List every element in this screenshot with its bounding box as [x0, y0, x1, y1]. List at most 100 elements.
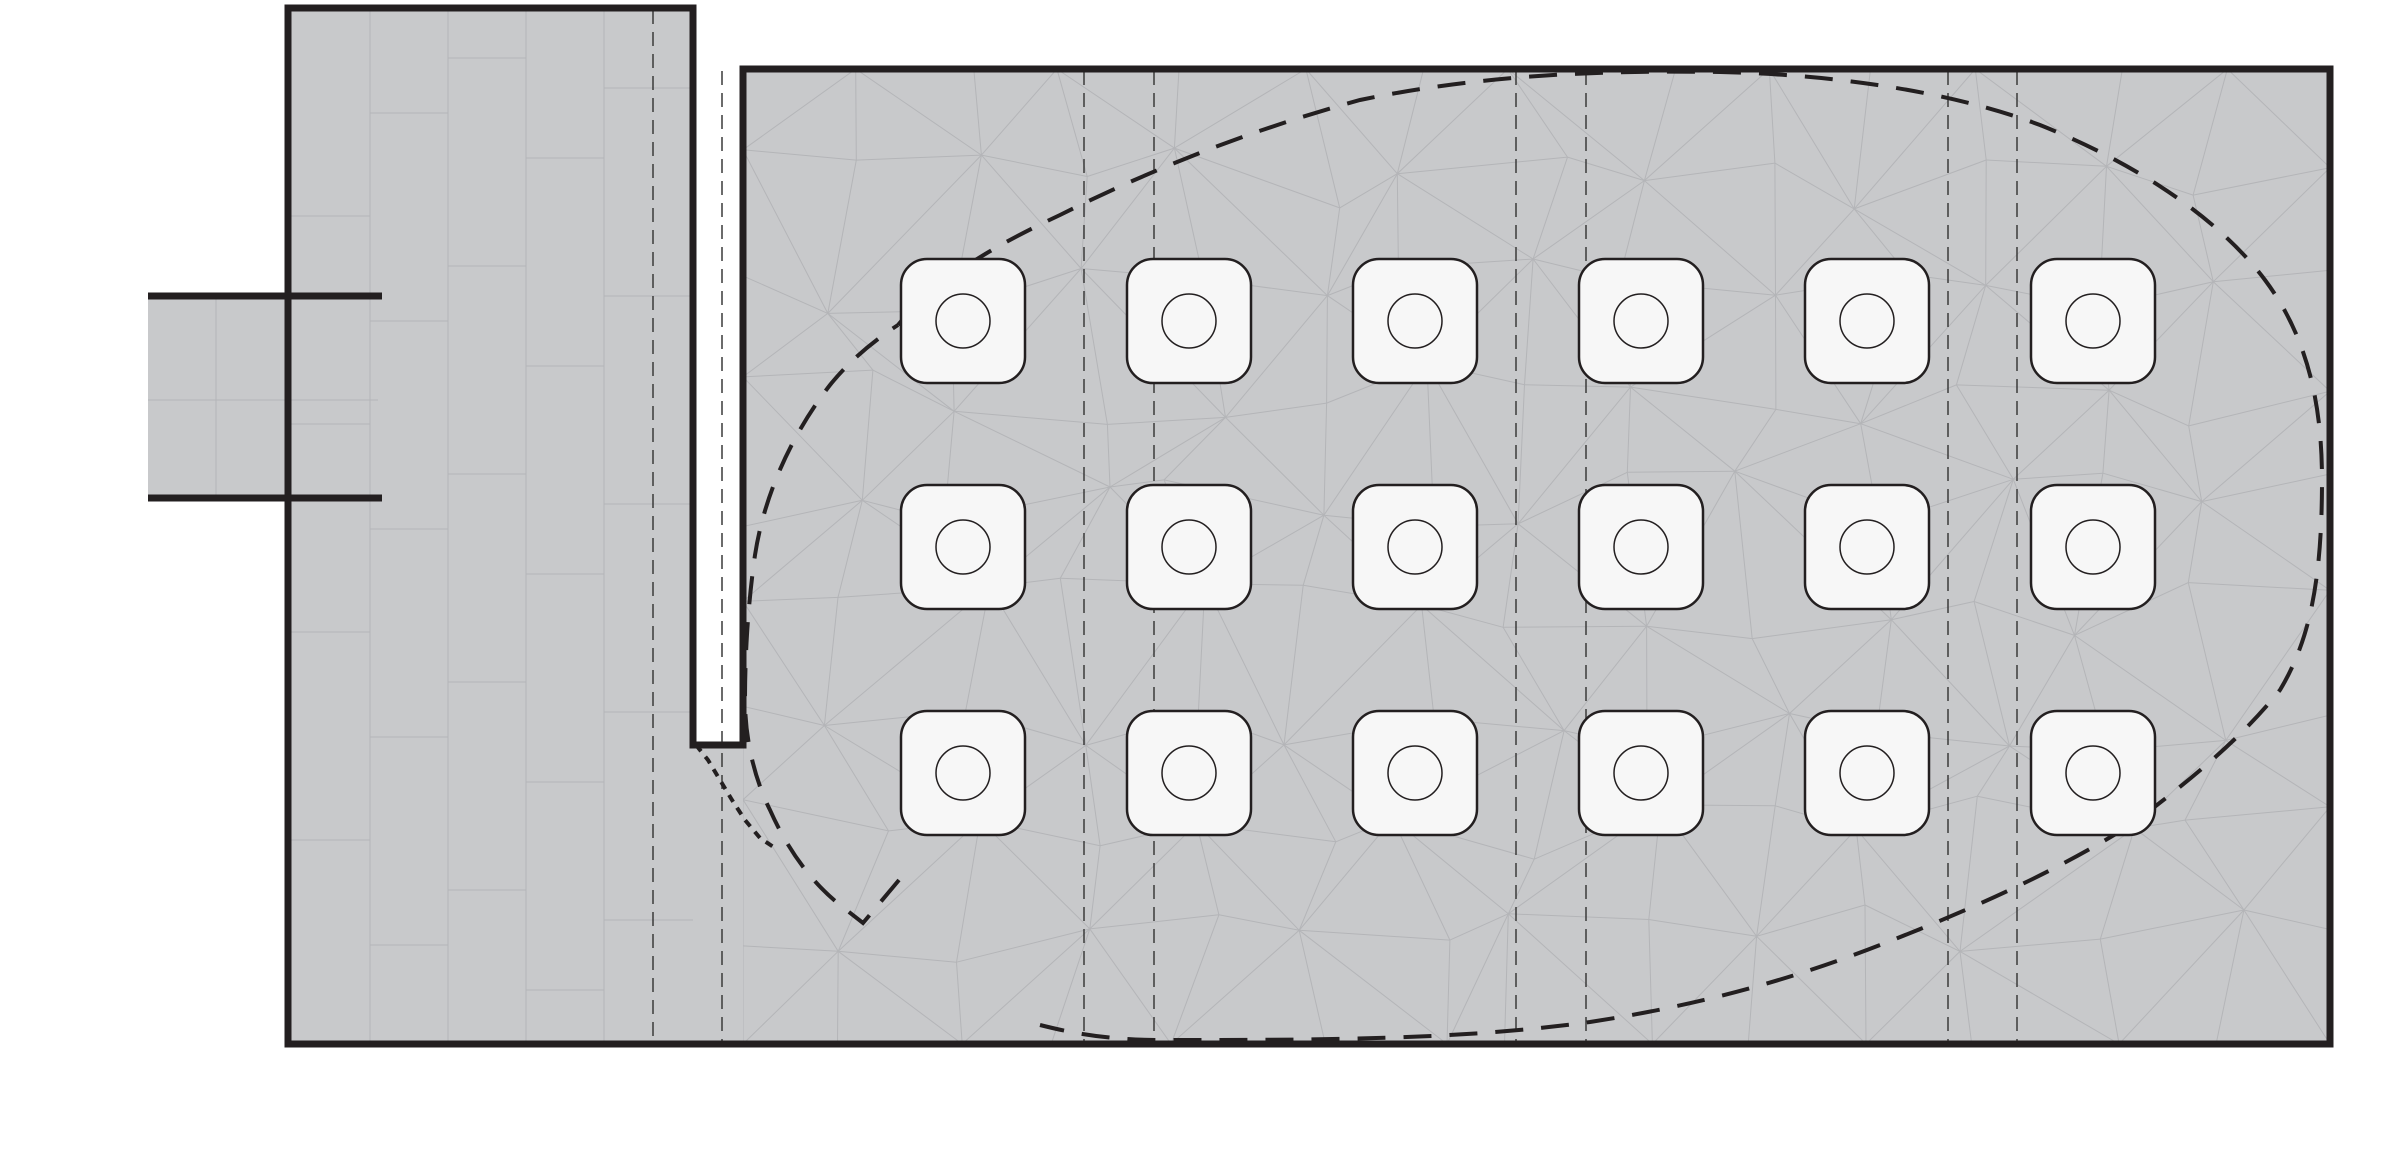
tile-seam: [1299, 929, 1450, 941]
tile-seam: [956, 928, 1090, 963]
tile-seam: [1426, 362, 1519, 525]
tile-seam: [1089, 823, 1197, 930]
tile-seam: [1507, 69, 1645, 181]
tile-seam: [1865, 951, 1961, 1044]
column-circle: [935, 519, 991, 575]
tile-seam: [1734, 409, 1777, 472]
column-circle: [2065, 293, 2121, 349]
tile-seam: [989, 586, 1087, 746]
tile-seam: [1973, 479, 2014, 602]
tile-seam: [743, 950, 839, 1044]
tile-seam: [1089, 914, 1219, 930]
tile-seam: [1646, 625, 1790, 714]
column-square: [1803, 257, 1931, 385]
tile-seam: [1396, 69, 1425, 174]
tile-seam: [1774, 162, 1855, 210]
column-square: [1577, 257, 1705, 385]
tile-seam: [1508, 913, 1649, 920]
tile-seam: [743, 376, 863, 501]
tile-seam: [838, 950, 957, 963]
column-square: [1351, 709, 1479, 837]
column-circle: [1613, 293, 1669, 349]
tile-seam: [1326, 207, 1341, 296]
tile-seam: [2012, 389, 2110, 480]
tile-seam: [1421, 604, 1565, 731]
tile-seam: [2106, 165, 2194, 196]
tile-seam: [1648, 919, 1757, 937]
tile-seam: [1751, 638, 1790, 714]
tile-seam: [743, 499, 863, 602]
tile-seam: [743, 799, 839, 952]
tile-seam: [1196, 823, 1300, 931]
tile-seam: [1959, 951, 1973, 1044]
tile-seam: [979, 819, 1091, 930]
tile-seam: [827, 313, 874, 371]
tile-seam: [2099, 939, 2120, 1044]
tile-seam: [1080, 268, 1108, 425]
column: [1577, 483, 1705, 611]
column: [1125, 483, 1253, 611]
column-square: [899, 483, 1027, 611]
tile-seam: [1853, 69, 1871, 209]
tile-seam: [1959, 827, 2135, 952]
column-square: [1125, 483, 1253, 611]
tile-seam: [861, 410, 955, 501]
tile-seam: [743, 149, 829, 314]
tile-seam: [1449, 913, 1509, 941]
tile-seam: [1747, 936, 1758, 1044]
tile-seam: [961, 928, 1091, 1044]
tile-seam: [1056, 69, 1175, 149]
tile-seam: [1768, 69, 1776, 164]
column-circle: [1839, 293, 1895, 349]
tile-seam: [1985, 165, 2107, 286]
column: [1125, 709, 1253, 837]
tile-seam: [1855, 828, 1961, 952]
tile-seam: [1225, 417, 1325, 516]
tile-seam: [1507, 69, 1568, 158]
walls: [148, 4, 2334, 1048]
tile-seam: [1109, 416, 1226, 488]
tile-seam: [1283, 744, 1337, 843]
tile-seam: [2201, 390, 2330, 502]
tile-seam: [1974, 69, 1987, 161]
tile-seam: [837, 819, 981, 952]
tile-seam: [1396, 173, 1399, 268]
tile-seam: [743, 596, 839, 602]
column-square: [1351, 483, 1479, 611]
column: [1803, 257, 1931, 385]
column: [2029, 257, 2157, 385]
tile-seam: [1533, 730, 1565, 860]
tile-seam: [1397, 156, 1568, 175]
column-square: [899, 257, 1027, 385]
tile-seam: [1283, 585, 1304, 745]
column-circle: [1161, 293, 1217, 349]
column: [1125, 257, 1253, 385]
tile-seam: [981, 154, 1088, 177]
tile-seam: [1218, 914, 1300, 931]
column-square: [1577, 483, 1705, 611]
tile-seam: [1298, 841, 1337, 931]
column-square: [1351, 257, 1479, 385]
tile-seam: [1421, 605, 1435, 719]
tile-seam: [1298, 930, 1326, 1044]
column: [1803, 483, 1931, 611]
tile-seam: [1627, 470, 1735, 473]
tile-seam: [2106, 69, 2123, 167]
tile-seam: [2009, 635, 2075, 747]
tile-seam: [1174, 69, 1307, 149]
tile-seam: [981, 154, 1082, 269]
tile-seam: [1567, 156, 1645, 182]
tile-seam: [2108, 389, 2189, 427]
tile-seam: [2243, 909, 2330, 1044]
tile-seam: [743, 369, 873, 378]
column-circle: [1613, 519, 1669, 575]
tile-seam: [743, 149, 857, 161]
tile-seam: [1644, 162, 1775, 182]
tile-seam: [1326, 295, 1328, 404]
tile-seam: [1204, 583, 1285, 746]
tile-seam: [743, 945, 839, 952]
outer-wall: [284, 4, 2334, 1048]
column: [1351, 709, 1479, 837]
column-circle: [1161, 519, 1217, 575]
dashed-zone-boundary: [742, 69, 2325, 1043]
